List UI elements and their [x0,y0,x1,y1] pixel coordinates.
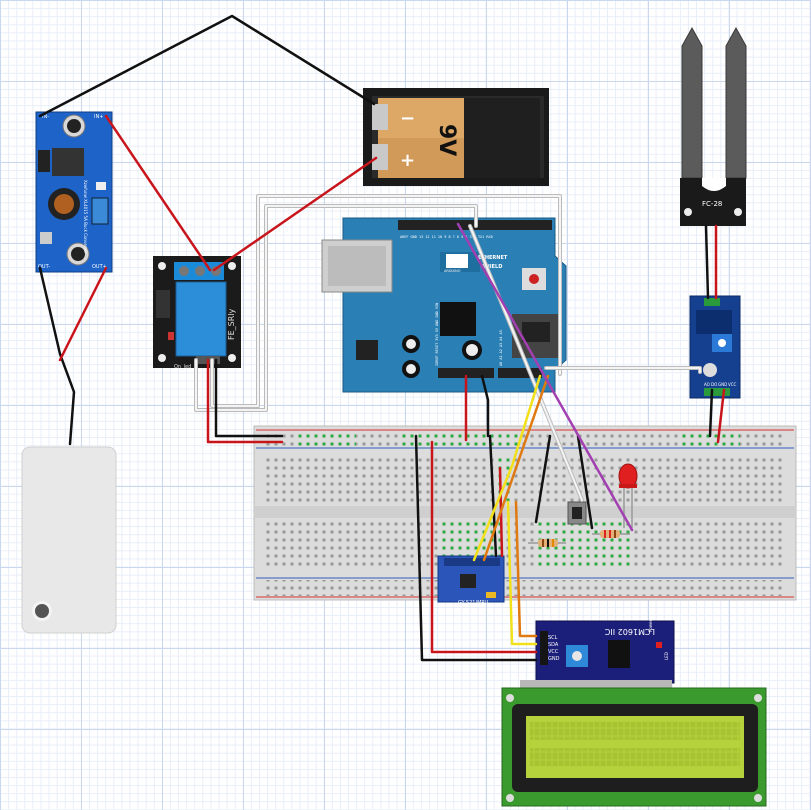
lcd-pin-sda: SDA [548,642,559,648]
buck-out-minus-label: OUT- [38,264,50,270]
lcd-led-label: LED [664,652,669,660]
battery-minus-label: − [400,108,415,129]
battery-voltage-label: 9V [434,124,459,156]
soil-moisture-sensor[interactable]: FC-28 [680,26,747,226]
buck-converter[interactable]: IN- IN+ OUT- OUT+ Xzwfunw XL4015 5A Buck… [35,111,113,273]
imu-label: GY-521/MPU [458,600,488,606]
shield-header-analog: A0 A1 A2 A3 A4 A5 [499,330,503,366]
wires [38,14,726,662]
soil-pin-vcc: VCC [728,382,737,387]
relay-led-label: On_led [174,364,191,370]
resistor-2 [592,530,630,538]
red-led[interactable] [618,463,638,528]
soil-pin-do: DO [711,382,717,387]
buck-in-plus-label: IN+ [94,114,103,120]
shield-header-digital: AREF GND 13 12 11 10 9 8 7 6 5 4 3 2 TX1… [400,235,493,239]
battery-plus-label: + [400,150,415,171]
power-bank [21,446,117,634]
buck-chip-text: Xzwfunw XL4015 5A Buck Converter [83,180,88,253]
push-button[interactable] [567,501,587,525]
buck-in-minus-label: IN- [42,114,49,120]
shield-header-power: IOREF RESET 3V3 5V GND GND VIN [435,303,439,366]
arduino-ethernet-shield[interactable]: ETHERNET SHIELD ARDUINO AREF GND 13 12 1… [321,217,567,393]
shield-title-line2: SHIELD [482,264,502,270]
lcd-1602-display [501,687,767,807]
soil-sensor-module[interactable]: AO DO GND VCC [689,295,741,399]
relay-module[interactable]: On_led FE_SRly [153,256,241,370]
lcd-pin-gnd: GND [548,656,560,662]
shield-title-line1: ETHERNET [478,255,508,261]
lcd-i2c-backpack[interactable]: LCM1602 IIC SCL SDA VCC GND Power LED [520,620,675,690]
lcd-power-label: Power [648,620,653,632]
battery-9v[interactable]: − + 9V [363,88,549,186]
buck-out-plus-label: OUT+ [92,264,107,270]
relay-name-label: FE_SRly [227,308,236,340]
lcd-pin-scl: SCL [548,635,558,641]
soil-pin-gnd: GND [718,382,727,387]
soil-pin-ao: AO [704,382,710,387]
lcd-pin-vcc: VCC [548,649,559,655]
resistor-1 [528,539,566,547]
lcd-backpack-title: LCM1602 IIC [604,627,655,636]
imu-module[interactable]: GY-521/MPU [437,555,505,606]
breadboard [253,425,797,601]
soil-probe-label: FC-28 [702,200,722,208]
shield-brand: ARDUINO [444,269,461,273]
